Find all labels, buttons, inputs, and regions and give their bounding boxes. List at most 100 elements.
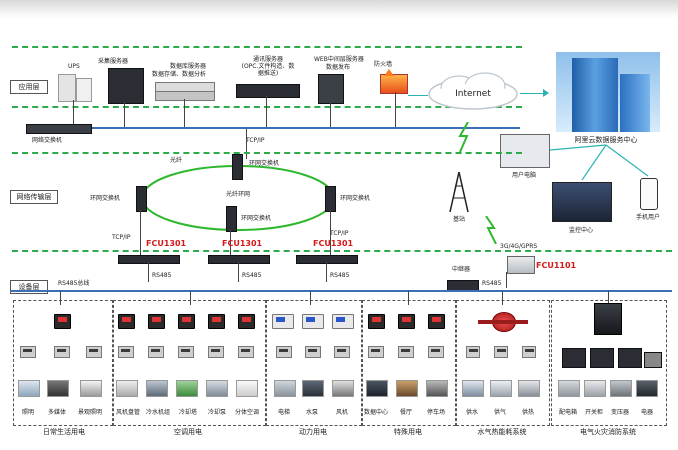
hvac-load-label-5: 分体空调 (234, 409, 260, 416)
daily-module-2 (54, 346, 70, 358)
water-load-label-3: 供热 (521, 409, 535, 416)
drop-power (310, 291, 311, 305)
water-group-title: 水气热能耗系统 (477, 428, 527, 436)
web-server-tower (318, 74, 344, 104)
collector-drop (124, 102, 125, 127)
fcu1301-device-1 (118, 255, 180, 264)
power-module-2 (305, 346, 321, 358)
water-module-1 (466, 346, 480, 358)
ring-switch-right-label: 环网交换机 (340, 195, 371, 202)
app-layer-top-dashline (12, 46, 522, 48)
special-load-label-1: 数据中心 (363, 409, 389, 416)
network-switch-label: 网络交换机 (32, 137, 63, 144)
fire-sensor-1 (562, 348, 586, 368)
fcu1301-device-3 (296, 255, 358, 264)
water-load-img-1 (462, 380, 484, 397)
ring-switch-top-label: 环网交换机 (249, 160, 280, 167)
web-drop (330, 102, 331, 127)
firewall-label: 防火墙 (374, 61, 393, 68)
fcu2-rs485-drop (238, 262, 239, 282)
daily-load-label-3: 景观照明 (77, 409, 103, 416)
group-box-power (266, 300, 362, 426)
power-meter-1 (272, 314, 294, 329)
power-load-label-1: 电梯 (277, 409, 291, 416)
layer-label-network: 网络传输层 (10, 190, 58, 204)
hvac-meter-1 (118, 314, 135, 329)
fcu1101-drop (506, 272, 507, 288)
hvac-load-label-3: 冷却塔 (178, 409, 198, 416)
app-layer-bottom-dashline (12, 106, 522, 108)
rs485-bus-label: RS485总线 (58, 280, 90, 287)
daily-load-label-2: 多媒体 (47, 409, 67, 416)
daily-module-3 (86, 346, 102, 358)
tcpip-top-label: TCP/IP (246, 137, 265, 144)
ring-switch-right (325, 186, 336, 212)
fire-load-img-3 (610, 380, 632, 397)
firewall-drop (395, 92, 396, 127)
daily-group-title: 日常生活用电 (43, 428, 85, 436)
power-module-1 (276, 346, 292, 358)
internet-label: Internet (455, 89, 491, 99)
power-load-img-1 (274, 380, 296, 397)
fire-load-img-4 (636, 380, 658, 397)
fire-sensor-3 (618, 348, 642, 368)
hvac-load-img-1 (116, 380, 138, 397)
power-group-title: 动力用电 (299, 428, 327, 436)
repeater-label: 中继器 (451, 266, 471, 273)
app-net-link (246, 129, 247, 159)
tcpip-left-label: TCP/IP (112, 234, 131, 241)
tcpip-right-label: TCP/IP (330, 230, 349, 237)
drop-fire (608, 291, 609, 305)
daily-load-img-2 (47, 380, 69, 397)
hvac-load-img-3 (176, 380, 198, 397)
power-meter-2 (302, 314, 324, 329)
base-station-tower-icon (449, 172, 469, 212)
db-server-label: 数据库服务器 (170, 63, 207, 70)
special-load-img-3 (426, 380, 448, 397)
network-switch-device (26, 124, 92, 134)
hvac-load-img-5 (236, 380, 258, 397)
firewall-icon (380, 74, 408, 94)
special-load-img-1 (366, 380, 388, 397)
layer-label-application: 应用层 (10, 80, 48, 94)
hvac-module-3 (178, 346, 194, 358)
user-pc-label: 用户电脑 (511, 172, 537, 179)
ups-device-2 (76, 78, 92, 102)
special-group-title: 特殊用电 (394, 428, 422, 436)
water-pipe (478, 320, 528, 324)
internet-cloud-arrowhead-icon (543, 89, 549, 97)
special-load-label-2: 餐厅 (399, 409, 413, 416)
hvac-module-4 (208, 346, 224, 358)
fcu1301-label-1: FCU1301 (146, 239, 187, 248)
collector-server-rack (108, 68, 144, 104)
mobile-user-label: 手机用户 (635, 214, 661, 221)
hvac-load-label-4: 冷却泵 (207, 409, 227, 416)
water-load-img-3 (518, 380, 540, 397)
firewall-internet-arrow (408, 95, 428, 96)
comm-server-sublabel-1: (OPC.文件构造、数 (241, 63, 295, 70)
comm-server-device (236, 84, 300, 98)
daily-load-img-1 (18, 380, 40, 397)
power-load-img-3 (332, 380, 354, 397)
fcu1101-label: FCU1101 (536, 261, 577, 270)
fire-group-title: 电气火灾消防系统 (580, 428, 636, 436)
power-meter-3 (332, 314, 354, 329)
special-module-1 (368, 346, 384, 358)
hvac-meter-3 (178, 314, 195, 329)
monitor-center-image (552, 182, 612, 222)
lightning-icon (458, 122, 469, 152)
hvac-module-1 (118, 346, 134, 358)
wireless-label: 3G/4G/GPRS (500, 243, 538, 250)
ups-drop (73, 100, 74, 127)
power-load-label-2: 水泵 (305, 409, 319, 416)
fcu1101-device (507, 256, 535, 274)
power-load-label-3: 风机 (335, 409, 349, 416)
monitor-center-label: 监控中心 (568, 227, 594, 234)
fire-load-label-4: 电器 (640, 409, 654, 416)
drop-water (502, 291, 503, 305)
hvac-module-2 (148, 346, 164, 358)
fire-load-label-1: 配电箱 (558, 409, 578, 416)
special-load-label-3: 停车场 (426, 409, 446, 416)
daily-module-1 (20, 346, 36, 358)
ups-label: UPS (68, 63, 80, 70)
